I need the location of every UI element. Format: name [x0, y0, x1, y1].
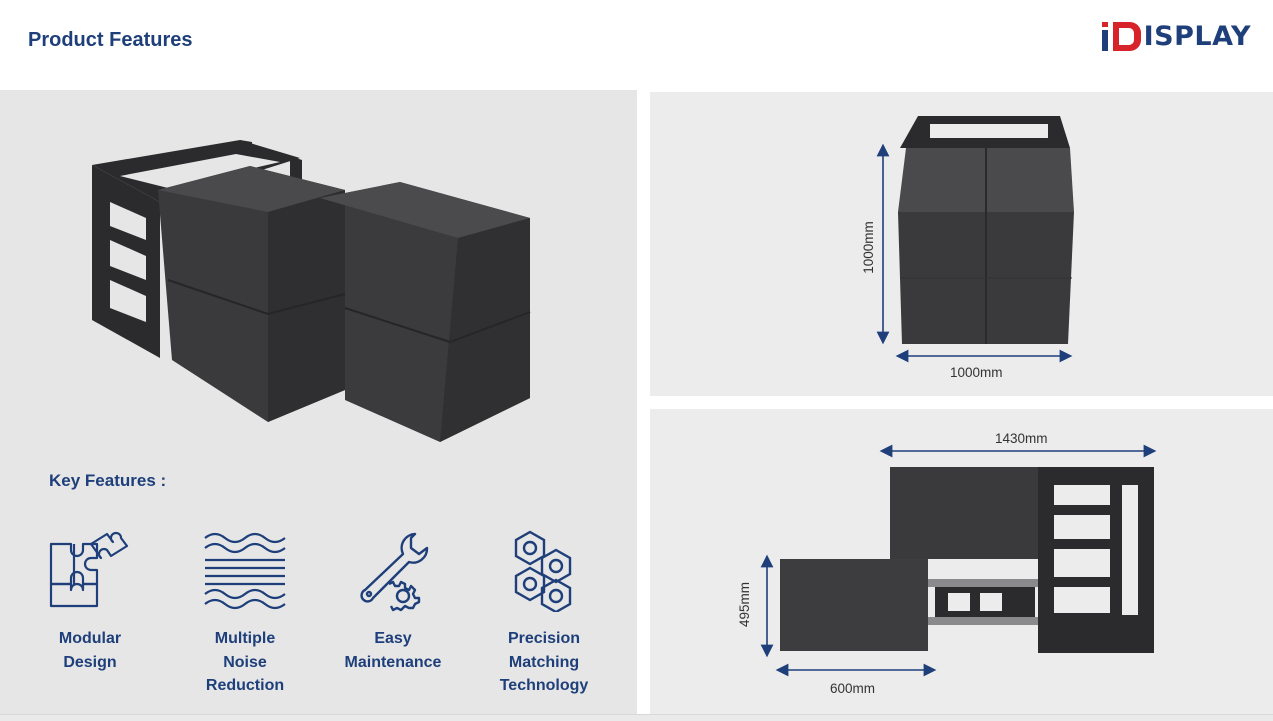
front-view-diagram [876, 116, 1074, 363]
front-view-panel: 1000mm 1000mm [650, 92, 1273, 396]
feature-precision-matching: Precision Matching Technology [479, 525, 609, 698]
product-render-image [92, 140, 531, 442]
feature-noise-reduction: Multiple Noise Reduction [180, 525, 310, 698]
brand-logo: ISPLAY [1100, 18, 1251, 54]
feature-label: Precision Matching Technology [499, 630, 589, 694]
feature-label: Modular Design [58, 630, 122, 671]
front-width-label: 1000mm [950, 365, 1003, 380]
side-view-panel: 1430mm 495mm 600mm [650, 409, 1273, 714]
key-features-heading: Key Features : [49, 471, 167, 490]
logo-text: ISPLAY [1143, 20, 1251, 52]
puzzle-icon [49, 531, 129, 608]
side-depth-label: 600mm [830, 681, 876, 696]
waves-icon [204, 532, 286, 610]
logo-mark-icon [1101, 22, 1141, 51]
feature-label: Multiple Noise Reduction [205, 630, 285, 694]
side-view-diagram [760, 444, 1157, 677]
feature-modular-design: Modular Design [25, 525, 155, 674]
hex-nuts-icon [514, 530, 572, 612]
side-height-label: 495mm [737, 581, 753, 628]
side-width-label: 1430mm [995, 431, 1048, 446]
product-hero-panel: Key Features : [0, 90, 637, 714]
feature-easy-maintenance: Easy Maintenance [328, 525, 458, 674]
wrench-gear-icon [360, 532, 429, 612]
page-title: Product Features [28, 29, 193, 51]
feature-label: Easy Maintenance [344, 630, 442, 671]
footer-divider [0, 714, 1273, 721]
front-height-label: 1000mm [860, 221, 876, 274]
